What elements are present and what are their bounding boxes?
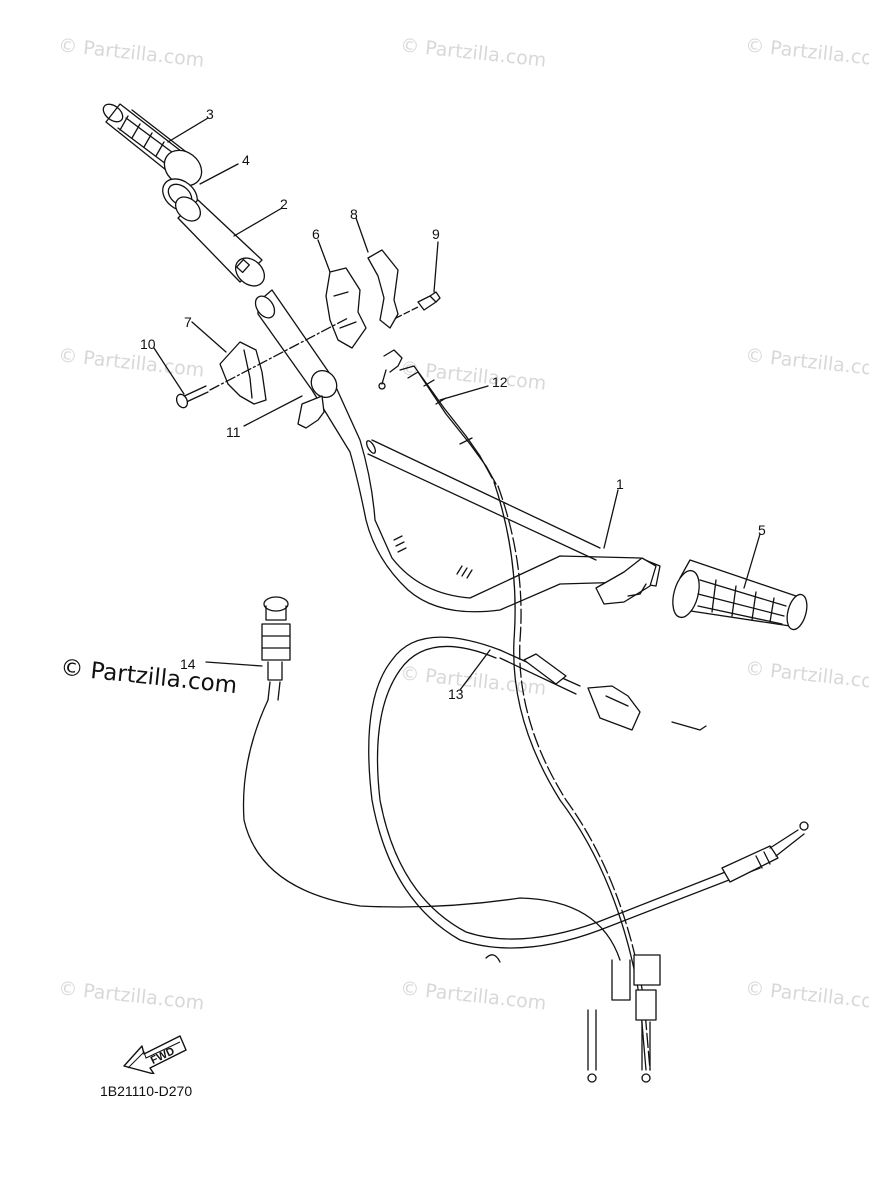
callout-label: 11: [226, 424, 241, 440]
right-lever-mount: [595, 557, 657, 605]
callout-label: 5: [758, 522, 766, 538]
throttle-cable: [378, 349, 661, 1083]
bolt: [175, 385, 209, 409]
callout-label: 7: [184, 314, 192, 330]
throttle-sleeve: [174, 196, 265, 287]
callout-label: 1: [616, 476, 624, 492]
callout-label: 2: [280, 196, 288, 212]
callout-label: 9: [432, 226, 440, 242]
cable-guide-clip: [367, 249, 399, 329]
callout-label: 14: [180, 656, 196, 672]
callout-label: 10: [140, 336, 156, 352]
left-grip: [102, 103, 203, 187]
hot-start-cable: [242, 596, 631, 1001]
callout-label: 3: [206, 106, 214, 122]
callout-label: 13: [448, 686, 464, 702]
handlebar: [254, 289, 661, 613]
right-grip: [672, 559, 808, 631]
callout-label: 8: [350, 206, 358, 222]
diagram-code: 1B21110-D270: [100, 1083, 193, 1099]
screw: [417, 291, 441, 311]
clutch-cable: [368, 636, 809, 1083]
fwd-arrow-icon: FWD: [123, 1035, 187, 1074]
callout-label: 6: [312, 226, 320, 242]
callout-label: 4: [242, 152, 250, 168]
fwd-label: FWD: [149, 1045, 177, 1067]
callout-label: 12: [492, 374, 508, 390]
switch-housing: [325, 267, 367, 349]
